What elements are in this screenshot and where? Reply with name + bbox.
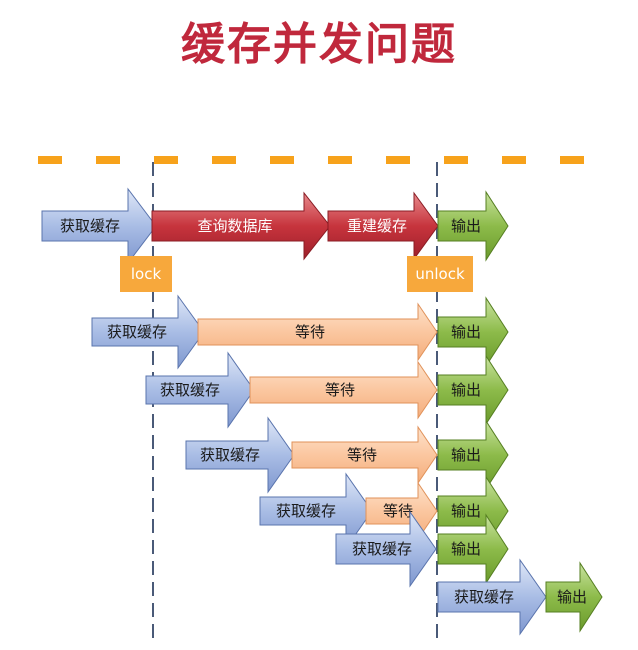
output-label: 输出: [451, 381, 481, 399]
query-db-arrow: [151, 191, 331, 261]
lock-box: [120, 256, 172, 292]
output-label: 输出: [451, 502, 481, 520]
wait-label: 等待: [347, 446, 377, 464]
get-cache-arrow: [437, 558, 547, 636]
get-cache-label: 获取缓存: [60, 217, 120, 235]
output-label: 输出: [451, 217, 481, 235]
output-label: 输出: [451, 446, 481, 464]
output-label: 输出: [451, 540, 481, 558]
get-cache-label: 获取缓存: [352, 540, 412, 558]
wait-arrow: [291, 425, 438, 485]
rebuild-cache-arrow: [327, 191, 439, 261]
wait-arrow: [249, 360, 438, 420]
output-arrow: [545, 561, 603, 633]
rebuild-cache-label: 重建缓存: [347, 217, 407, 235]
get-cache-arrow: [41, 187, 157, 265]
get-cache-arrow: [259, 472, 373, 550]
output-arrow: [437, 296, 509, 368]
output-arrow: [437, 419, 509, 491]
get-cache-label: 获取缓存: [160, 381, 220, 399]
output-arrow: [437, 513, 509, 585]
wait-arrow: [197, 302, 438, 362]
unlock-label: unlock: [415, 265, 465, 283]
lock-label: lock: [131, 265, 162, 283]
get-cache-arrow: [145, 351, 255, 429]
query-db-label: 查询数据库: [197, 217, 272, 235]
get-cache-label: 获取缓存: [276, 502, 336, 520]
wait-label: 等待: [383, 502, 413, 520]
output-arrow: [437, 354, 509, 426]
output-label: 输出: [557, 588, 587, 606]
output-label: 输出: [451, 323, 481, 341]
output-arrow: [437, 190, 509, 262]
get-cache-arrow: [185, 416, 295, 494]
get-cache-label: 获取缓存: [454, 588, 514, 606]
diagram-title: 缓存并发问题: [181, 19, 457, 70]
wait-label: 等待: [325, 381, 355, 399]
get-cache-arrow: [91, 294, 205, 370]
get-cache-label: 获取缓存: [107, 323, 167, 341]
get-cache-label: 获取缓存: [200, 446, 260, 464]
wait-label: 等待: [295, 323, 325, 341]
unlock-box: [407, 256, 473, 292]
get-cache-arrow: [335, 510, 437, 588]
